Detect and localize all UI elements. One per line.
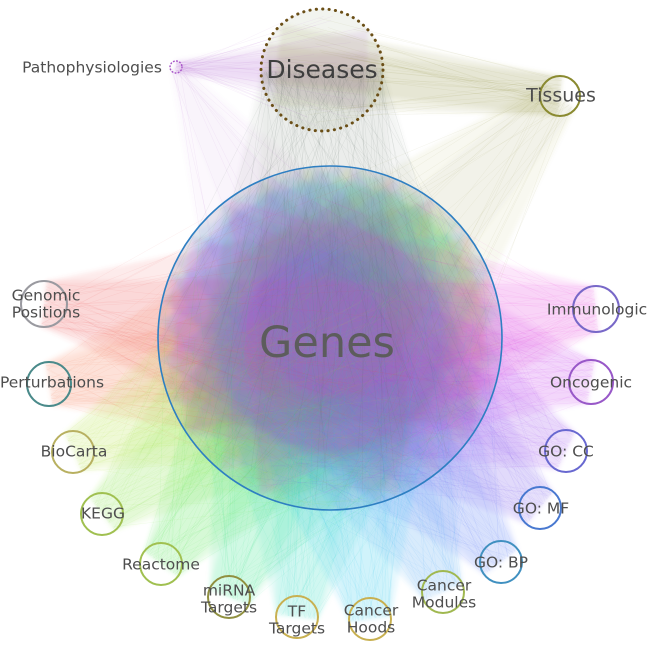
edge-lines-biocarta-to-genes [64,176,501,509]
node-pathophysiologies[interactable] [169,60,183,74]
node-mirna_targets[interactable] [207,575,251,619]
edge-lines-pathophysiologies-to-diseases [175,11,362,126]
edge-lines-perturbations-to-genes [45,193,480,507]
edge-lines-mirna_targets-to-genes [166,170,494,605]
edge-lines-oncogenic-to-genes [176,173,595,500]
node-biocarta[interactable] [51,430,95,474]
node-genomic_positions[interactable] [20,280,68,328]
edge-lines [41,11,599,622]
edge-lines-tissues-to-genes [182,83,572,490]
edge-lines-kegg-to-genes [89,196,458,531]
node-go_cc[interactable] [544,429,588,473]
node-oncogenic[interactable] [568,359,614,405]
node-tissues[interactable] [539,75,581,117]
node-kegg[interactable] [80,492,124,536]
edge-lines-tf_targets-to-genes [201,177,494,620]
edge-lines-tissues-to-diseases [267,17,563,123]
node-diseases[interactable] [259,7,385,133]
edge-lines-genomic_positions-to-genes [41,183,482,501]
fan-core-tissues-to-diseases [262,44,563,116]
node-go_bp[interactable] [479,540,523,584]
node-cancer_modules[interactable] [421,570,465,614]
edge-lines-immunologic-to-genes [161,186,599,495]
edge-lines-reactome-to-genes [144,177,478,577]
edge-lines-go_bp-to-genes [187,202,516,575]
node-genes[interactable] [157,165,503,511]
node-go_mf[interactable] [518,486,562,530]
edge-fans [41,24,599,622]
edge-lines-diseases-to-genes [159,68,499,501]
edge-lines-go_cc-to-genes [210,199,576,487]
fan-core-diseases-to-genes [256,68,413,494]
node-tf_targets[interactable] [275,595,319,639]
node-perturbations[interactable] [26,361,72,407]
node-immunologic[interactable] [572,285,620,333]
edge-lines-cancer_hoods-to-genes [208,199,464,622]
edge-lines-go_mf-to-genes [229,175,554,524]
node-reactome[interactable] [139,542,183,586]
edge-lines-pathophysiologies-to-genes [170,64,483,482]
node-cancer_hoods[interactable] [348,597,392,641]
